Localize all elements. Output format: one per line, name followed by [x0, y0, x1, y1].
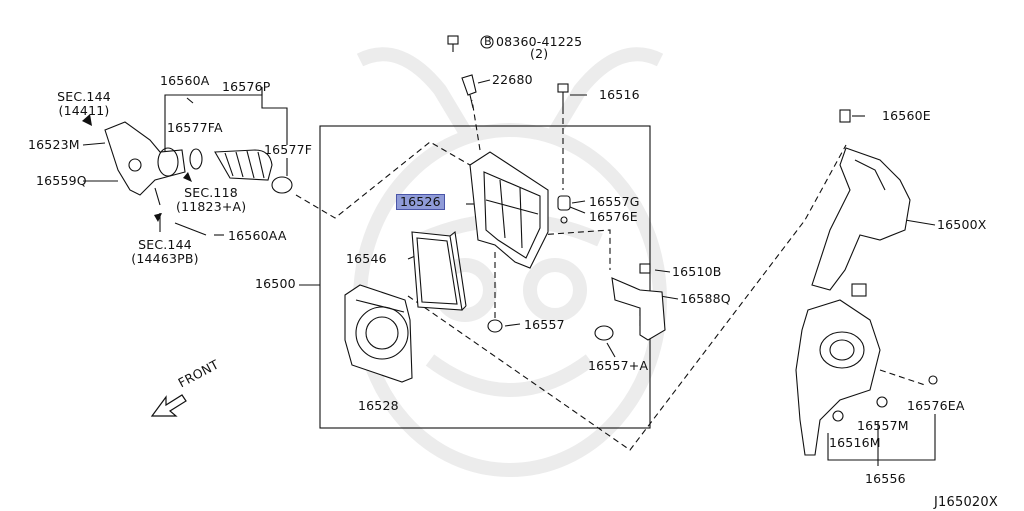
label-16510B: 16510B [672, 264, 722, 279]
label-bolt-ref: 08360-41225 [496, 34, 583, 49]
label-sec118-line1: SEC.118 [184, 185, 238, 200]
label-16557G: 16557G [589, 194, 640, 209]
diagram-code: J165020X [934, 495, 998, 510]
label-22680: 22680 [492, 72, 533, 87]
front-arrow [150, 394, 187, 417]
label-16576P: 16576P [222, 79, 271, 94]
label-16559Q: 16559Q [36, 173, 87, 188]
label-16560E: 16560E [882, 108, 931, 123]
label-16576EA: 16576EA [907, 398, 965, 413]
label-sec144-a-line2: (14411) [58, 103, 110, 118]
label-sec118: SEC.118 (11823+A) [176, 186, 246, 214]
label-16546: 16546 [346, 251, 387, 266]
label-16516M: 16516M [829, 435, 881, 450]
label-sec144-a: SEC.144 (14411) [54, 90, 114, 118]
arrow-sec144-b [154, 213, 162, 222]
label-16560AA: 16560AA [228, 228, 287, 243]
arrow-sec144-a [82, 114, 92, 126]
label-16526-highlighted[interactable]: 16526 [396, 194, 445, 210]
label-16560A: 16560A [160, 73, 210, 88]
bolt-b-mark: B [484, 35, 492, 48]
label-sec144-b-line2: (14463PB) [131, 251, 199, 266]
label-16500X: 16500X [937, 217, 987, 232]
label-16523M: 16523M [28, 137, 80, 152]
label-16528: 16528 [358, 398, 399, 413]
arrow-sec118 [183, 172, 192, 182]
label-16556: 16556 [865, 471, 906, 486]
label-16576E: 16576E [589, 209, 638, 224]
label-sec144-b-line1: SEC.144 [138, 237, 192, 252]
label-16557: 16557 [524, 317, 565, 332]
label-16557-plus-a: 16557+A [588, 358, 649, 373]
label-16500: 16500 [255, 276, 296, 291]
assembly-box-16500 [319, 125, 651, 429]
label-sec144-a-line1: SEC.144 [57, 89, 111, 104]
label-16516: 16516 [599, 87, 640, 102]
label-bolt-qty: (2) [530, 46, 549, 61]
label-16577FA: 16577FA [167, 120, 223, 135]
label-16557M: 16557M [857, 418, 909, 433]
label-16577F: 16577F [264, 142, 313, 157]
label-16588Q: 16588Q [680, 291, 731, 306]
label-sec118-line2: (11823+A) [176, 199, 247, 214]
label-sec144-b: SEC.144 (14463PB) [124, 238, 206, 266]
